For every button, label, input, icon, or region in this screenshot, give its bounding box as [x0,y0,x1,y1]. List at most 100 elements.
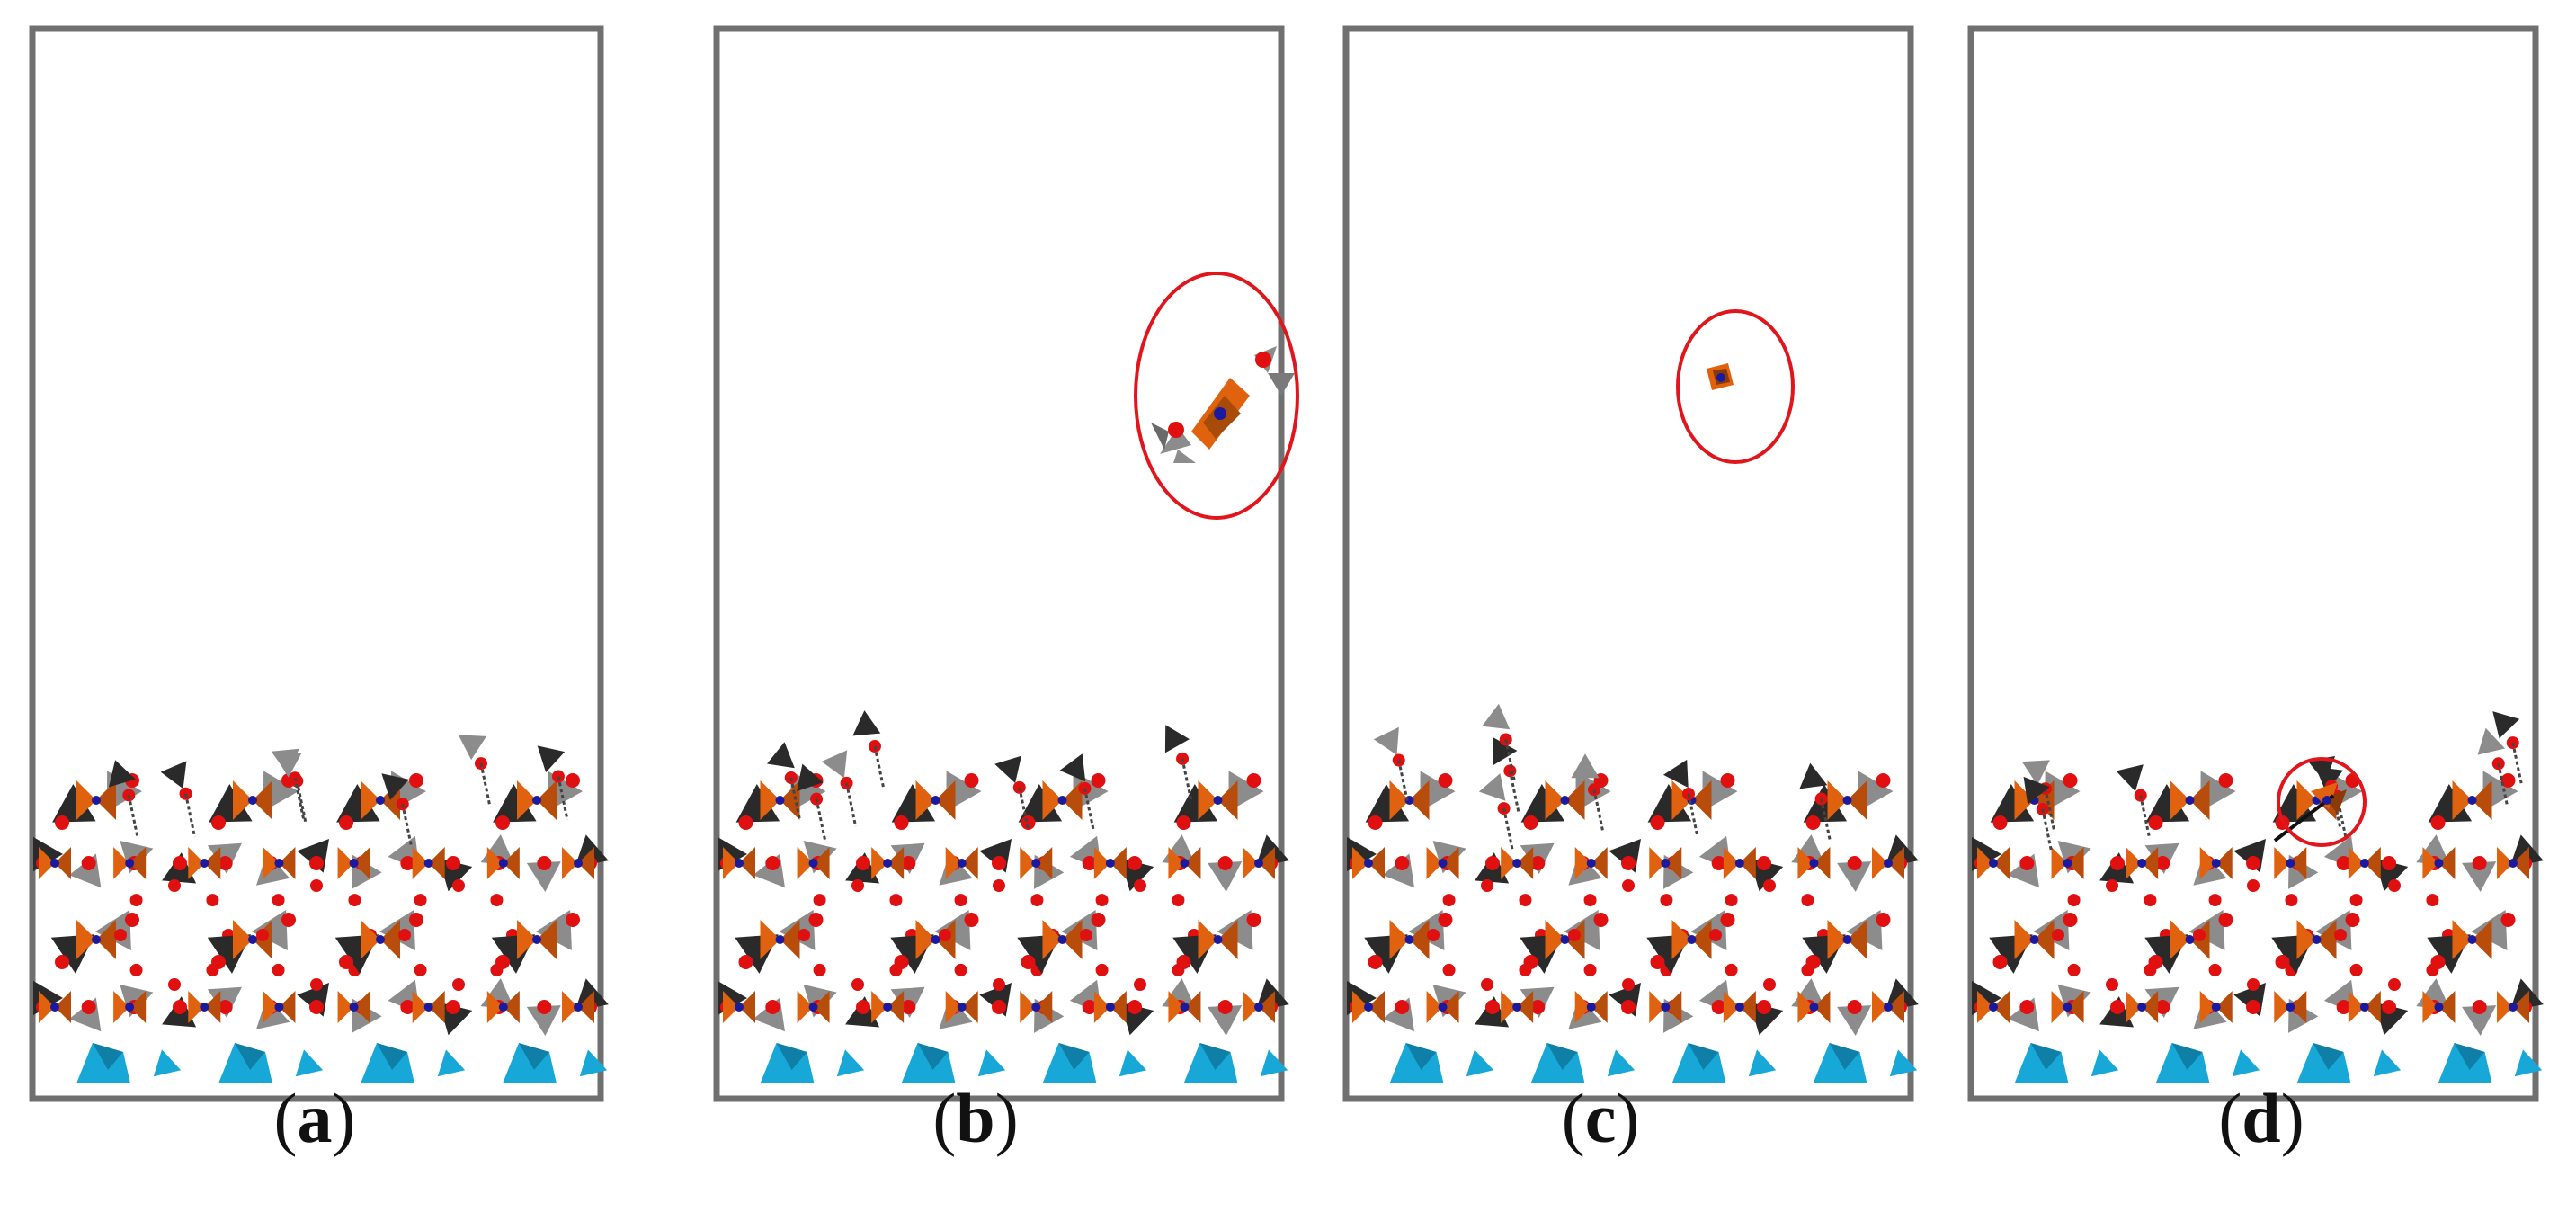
polyhedron [188,847,205,879]
oxygen-atom [851,978,864,991]
polyhedron [486,991,504,1023]
metal-center [532,935,541,944]
metal-center [574,1003,583,1012]
polyhedron [2142,847,2159,879]
bond [1502,807,1515,852]
oxygen-atom [1091,913,1106,927]
bond [2041,808,2054,853]
polyhedron [1591,847,1608,879]
polyhedron [2170,780,2190,820]
tetrahedron [295,1049,324,1077]
tetrahedron [526,1005,561,1036]
oxygen-atom [256,929,269,941]
oxygen-atom [339,955,353,969]
polyhedron [1665,991,1682,1023]
polyhedron [961,847,978,879]
oxygen-atom [398,929,411,941]
polyhedron [76,780,96,820]
metal-center [957,1003,967,1012]
oxygen-atom [1583,894,1597,907]
oxygen-atom [2426,894,2439,907]
polyhedron [2014,780,2035,820]
polyhedron [2513,847,2529,879]
tetrahedron [2307,756,2336,783]
polyhedron [1847,920,1867,959]
polyhedron [1888,991,1904,1023]
metal-center [574,859,583,868]
tetrahedron [579,1049,608,1077]
polyhedron [204,847,221,879]
metal-center [1809,1003,1819,1012]
oxygen-atom [964,913,979,927]
polyhedron [915,920,936,959]
oxygen-atom [309,856,324,870]
oxygen-atom [765,1000,780,1014]
oxygen-atom [2208,894,2222,907]
oxygen-atom [1442,963,1456,976]
oxygen-atom [2247,978,2260,991]
polyhedron [1062,920,1083,959]
oxygen-atom [272,894,285,907]
oxygen-atom [2246,856,2260,870]
tetrahedron [852,710,881,736]
bond [1820,798,1832,842]
metal-center [883,1003,893,1012]
polyhedron [1184,991,1201,1023]
tetrahedron [821,750,848,779]
oxygen-atom [1246,773,1261,788]
polyhedron [739,991,755,1023]
metal-center [1364,859,1373,868]
polyhedron [1847,780,1867,820]
oxygen-atom [414,963,427,976]
bond [1687,793,1699,838]
tetrahedron [2021,760,2050,786]
base-tetrahedron [519,1043,549,1070]
metal-center [775,796,785,805]
oxygen-atom [2500,913,2516,927]
metal-center [1254,1003,1263,1012]
oxygen-atom [1650,955,1665,969]
bond [557,776,569,820]
metal-center [2286,1003,2295,1012]
polyhedron [55,991,71,1023]
oxygen-atom [1622,879,1635,892]
tetrahedron [1520,784,1565,823]
oxygen-atom [1711,856,1726,870]
caption-c-letter: c [1584,1079,1617,1157]
oxygen-atom [738,815,753,830]
polyhedron [353,991,370,1023]
polyhedron [2316,920,2337,959]
simulation-box [1967,25,2539,1102]
polyhedron [39,991,55,1023]
metal-center [2029,935,2039,944]
polyhedron [129,847,147,879]
metal-center [1254,859,1263,868]
bond [127,795,139,839]
metal-center [248,935,257,944]
polyhedron [263,991,280,1023]
polyhedron [1389,780,1410,820]
metal-center [1105,1003,1115,1012]
polyhedron [871,847,888,879]
polyhedron [1198,780,1218,820]
polyhedron [2296,920,2317,959]
oxygen-atom [1725,894,1738,907]
panel-a: (a) [0,0,629,1221]
metal-center [1105,859,1115,868]
oxygen-atom [738,955,753,969]
oxygen-atom [414,894,427,907]
metal-center [1734,1003,1744,1012]
polyhedron [1545,920,1565,959]
oxygen-atom [1992,955,2008,969]
polyhedron [2170,920,2190,959]
polyhedron [1184,847,1201,879]
polyhedron [1564,780,1585,820]
oxygen-atom [1095,963,1109,976]
polyhedron [780,920,800,959]
oxygen-atom [168,978,181,991]
oxygen-atom [2144,894,2157,907]
tetrahedron [1208,1005,1243,1036]
oxygen-atom [1720,773,1735,788]
polyhedron [2199,847,2216,879]
caption-b: (b) [932,1079,1019,1157]
